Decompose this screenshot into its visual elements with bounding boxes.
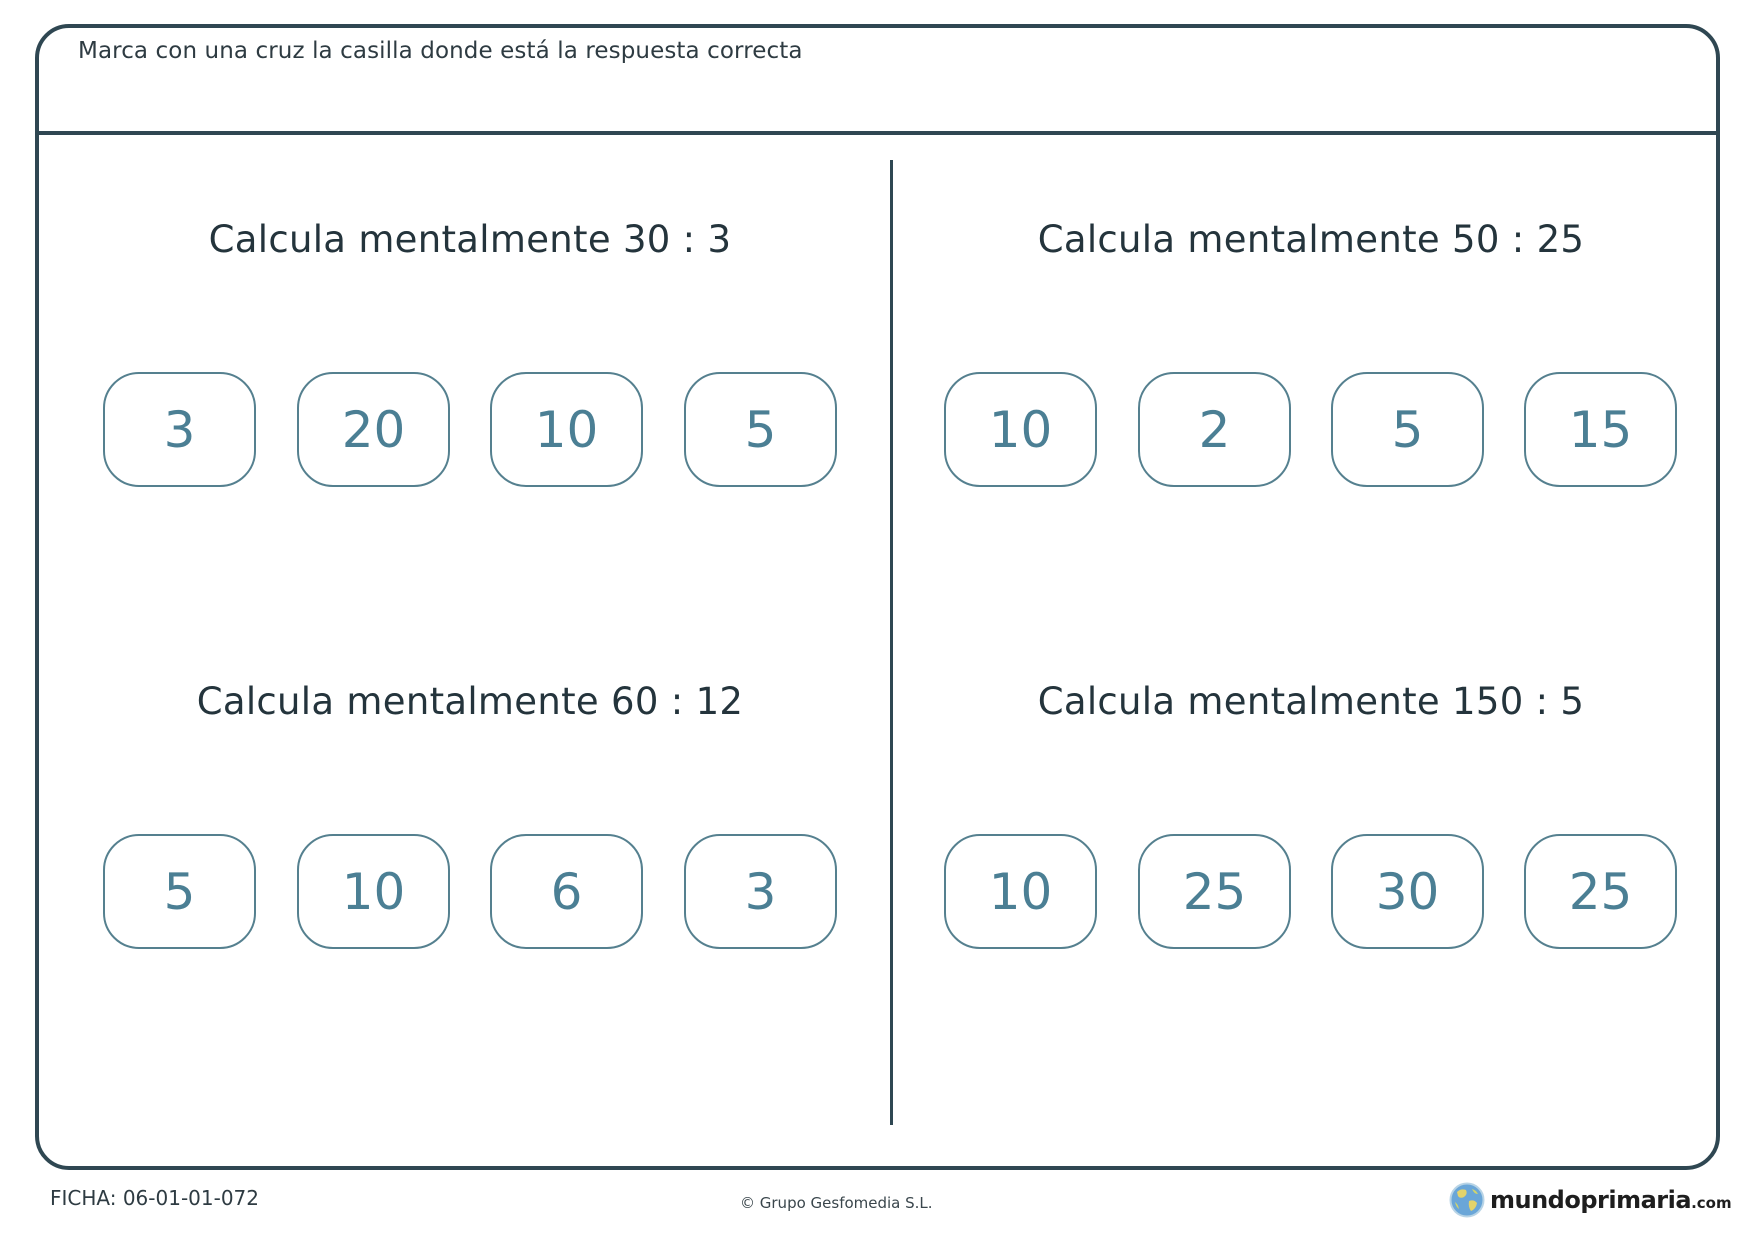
answer-option-2-2[interactable]: 2	[1138, 372, 1291, 487]
answer-option-4-4[interactable]: 25	[1524, 834, 1677, 949]
globe-icon	[1449, 1182, 1485, 1218]
copyright-text: © Grupo Gesfomedia S.L.	[740, 1194, 933, 1212]
answer-option-3-2[interactable]: 10	[297, 834, 450, 949]
instruction-text: Marca con una cruz la casilla donde está…	[78, 38, 803, 64]
answer-option-2-4[interactable]: 15	[1524, 372, 1677, 487]
logo-name: mundoprimaria	[1490, 1186, 1692, 1214]
worksheet-code: FICHA: 06-01-01-072	[50, 1186, 260, 1210]
answer-option-1-3[interactable]: 10	[490, 372, 643, 487]
question-title-2: Calcula mentalmente 50 : 25	[1037, 218, 1585, 261]
answer-option-1-2[interactable]: 20	[297, 372, 450, 487]
column-divider	[890, 160, 893, 1125]
worksheet-frame	[35, 24, 1720, 1170]
question-title-1: Calcula mentalmente 30 : 3	[208, 218, 732, 261]
answer-option-4-3[interactable]: 30	[1331, 834, 1484, 949]
answer-option-4-2[interactable]: 25	[1138, 834, 1291, 949]
answer-option-1-1[interactable]: 3	[103, 372, 256, 487]
answer-option-2-1[interactable]: 10	[944, 372, 1097, 487]
answer-option-4-1[interactable]: 10	[944, 834, 1097, 949]
question-title-4: Calcula mentalmente 150 : 5	[1037, 680, 1585, 723]
logo-tld: .com	[1691, 1194, 1732, 1212]
answer-option-3-3[interactable]: 6	[490, 834, 643, 949]
answer-option-3-4[interactable]: 3	[684, 834, 837, 949]
header-divider	[35, 131, 1720, 135]
answer-option-2-3[interactable]: 5	[1331, 372, 1484, 487]
answer-option-3-1[interactable]: 5	[103, 834, 256, 949]
question-title-3: Calcula mentalmente 60 : 12	[196, 680, 744, 723]
answer-option-1-4[interactable]: 5	[684, 372, 837, 487]
brand-logo[interactable]: mundoprimaria .com	[1449, 1181, 1732, 1219]
